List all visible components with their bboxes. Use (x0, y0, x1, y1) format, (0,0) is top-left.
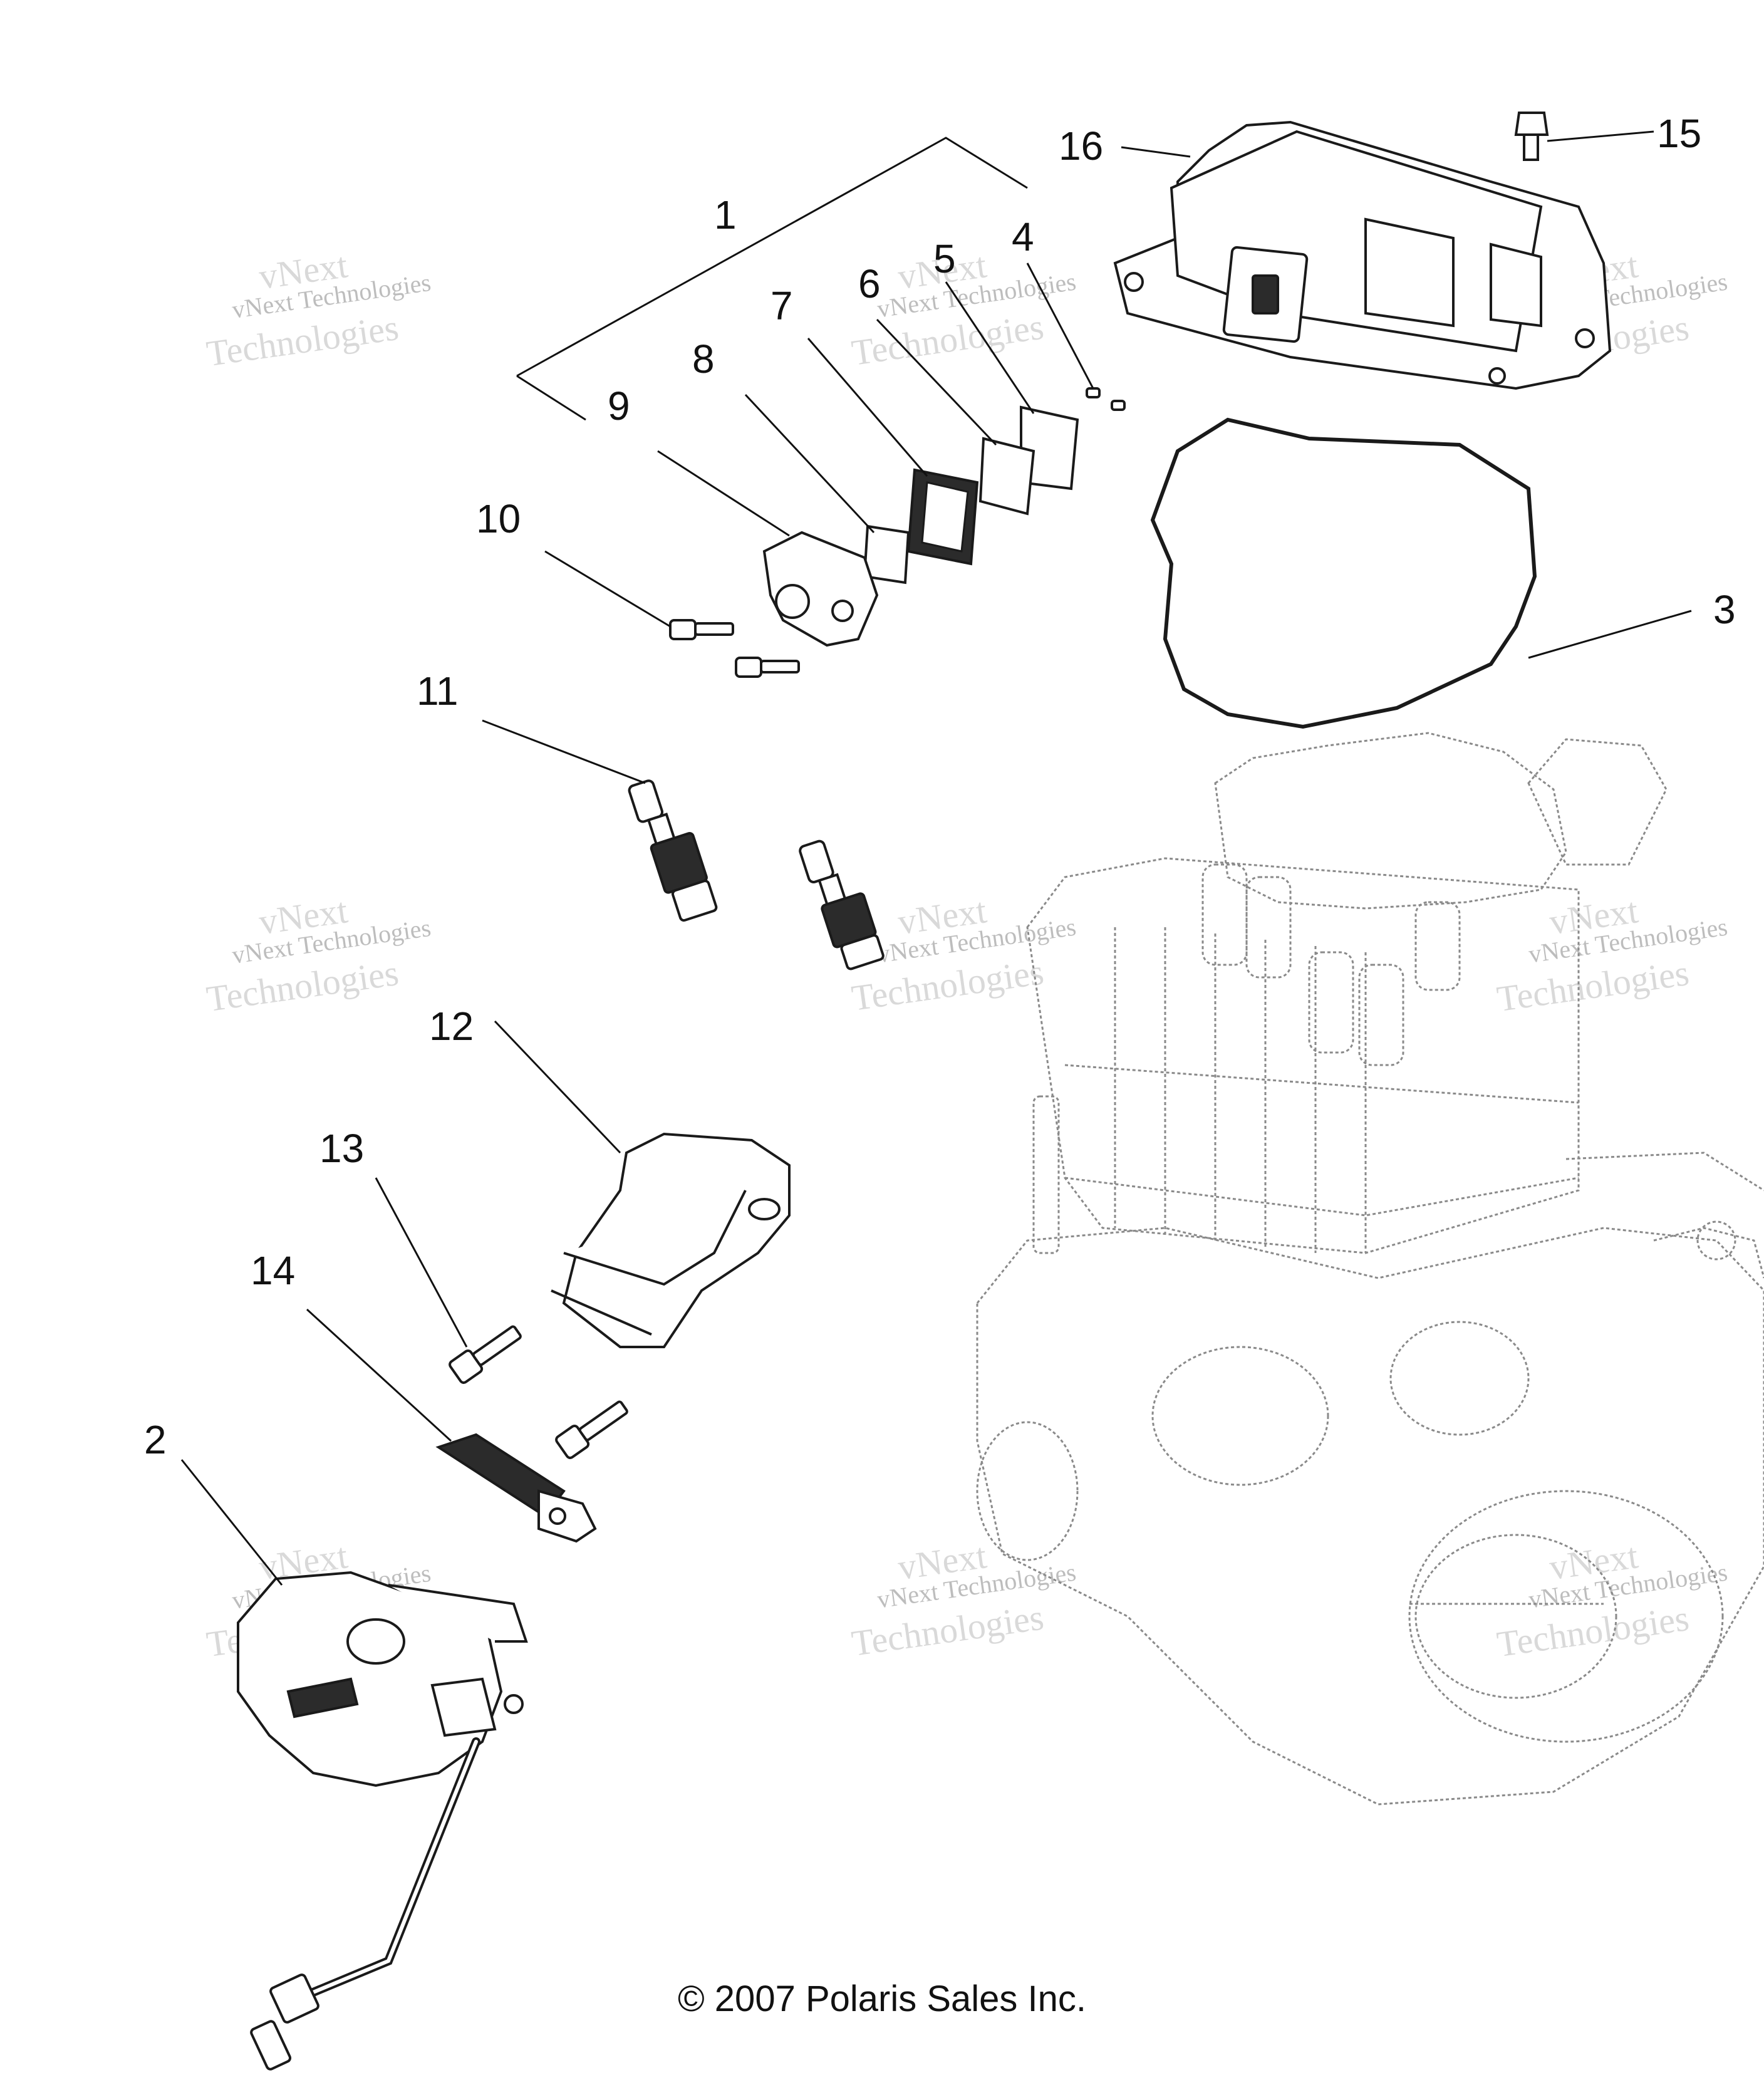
spark-plug-b (799, 840, 885, 970)
throttle-body (237, 1571, 528, 2071)
bolt-13a (449, 1325, 522, 1384)
cover-gasket (1150, 417, 1537, 729)
callout-13: 13 (319, 1126, 364, 1171)
callout-9: 9 (608, 383, 630, 429)
callout-11: 11 (417, 668, 458, 714)
clamp-14 (435, 1433, 597, 1543)
screw-pair (1086, 387, 1126, 411)
watermark-bottom-right: vNext vNext Technologies Technologies (1495, 1535, 1730, 1665)
bracket-9 (762, 531, 879, 647)
watermark-text: Technologies (1495, 1598, 1691, 1665)
callout-5: 5 (933, 236, 956, 281)
callout-7: 7 (770, 283, 793, 328)
watermark-top-left: vNext vNext Technologies Technologies (204, 244, 433, 374)
valve-springs (1201, 863, 1461, 1066)
callout-8: 8 (692, 336, 715, 382)
watermark-text: Technologies (1495, 952, 1691, 1019)
watermark-bottom-center: vNext vNext Technologies Technologies (849, 1535, 1078, 1664)
bolt-10b (735, 657, 800, 678)
bolt-10a (669, 619, 734, 640)
callout-15: 15 (1657, 111, 1701, 156)
callout-4: 4 (1012, 214, 1034, 259)
watermark-mid-right: vNext vNext Technologies Technologies (1495, 890, 1730, 1019)
callout-6: 6 (858, 261, 881, 306)
intake-boot (551, 1132, 791, 1348)
callout-1: 1 (714, 192, 737, 237)
copyright-notice: © 2007 Polaris Sales Inc. (678, 1978, 1086, 2019)
engine-block-illustration (976, 732, 1764, 1806)
bolt-13b (555, 1400, 628, 1459)
seal-7-inner (921, 481, 969, 553)
gasket-6 (978, 437, 1035, 516)
leader-lines (180, 130, 1692, 1586)
callout-2: 2 (144, 1417, 167, 1462)
callout-3: 3 (1713, 587, 1736, 632)
callout-16: 16 (1059, 123, 1103, 169)
spark-plug-a (628, 779, 718, 922)
callout-12: 12 (429, 1004, 474, 1049)
callout-14: 14 (251, 1248, 295, 1293)
valve-cover (1113, 120, 1612, 390)
cover-bolt (1514, 112, 1549, 161)
watermark-mid-left: vNext vNext Technologies Technologies (204, 890, 433, 1019)
callout-10: 10 (476, 496, 521, 541)
